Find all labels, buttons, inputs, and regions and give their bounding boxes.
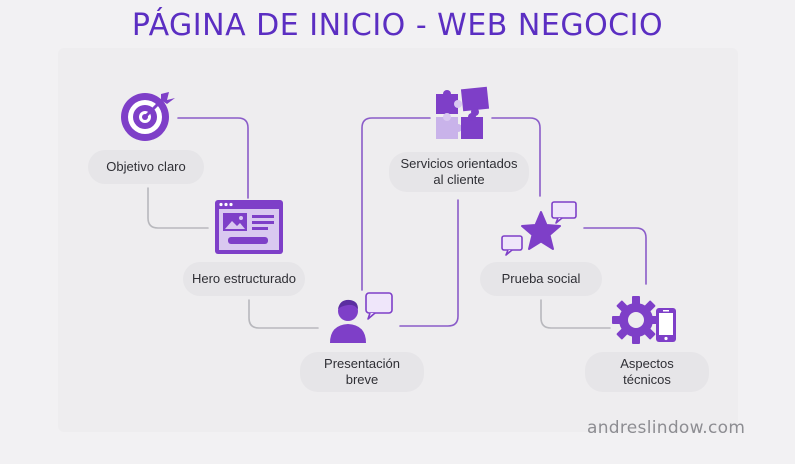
step-servicios-orientados: Servicios orientados al cliente <box>389 152 529 192</box>
webpage-icon <box>214 199 284 255</box>
step-prueba-social: Prueba social <box>480 262 602 296</box>
connector-objetivo-hero <box>177 117 249 199</box>
connector-hero-presentacion <box>248 299 319 329</box>
connector-prueba-aspectos <box>583 227 647 285</box>
connector-prueba-aspectos-b <box>540 299 611 329</box>
star-chat-icon <box>500 200 582 258</box>
page-title: PÁGINA DE INICIO - WEB NEGOCIO <box>131 8 664 43</box>
connector-presentacion-servicios <box>361 117 431 291</box>
connector-objetivo-hero-b <box>147 187 209 229</box>
step-objetivo-claro: Objetivo claro <box>88 150 204 184</box>
connector-servicios-prueba <box>491 117 541 197</box>
gear-phone-icon <box>612 294 680 348</box>
puzzle-icon <box>434 86 492 142</box>
watermark: andreslindow.com <box>587 418 746 438</box>
connector-presentacion-servicios-b <box>399 199 459 327</box>
step-hero-estructurado: Hero estructurado <box>183 262 305 296</box>
person-chat-icon <box>328 291 396 347</box>
step-presentacion-breve: Presentación breve <box>300 352 424 392</box>
target-icon <box>119 90 177 142</box>
step-aspectos-tecnicos: Aspectos técnicos <box>585 352 709 392</box>
